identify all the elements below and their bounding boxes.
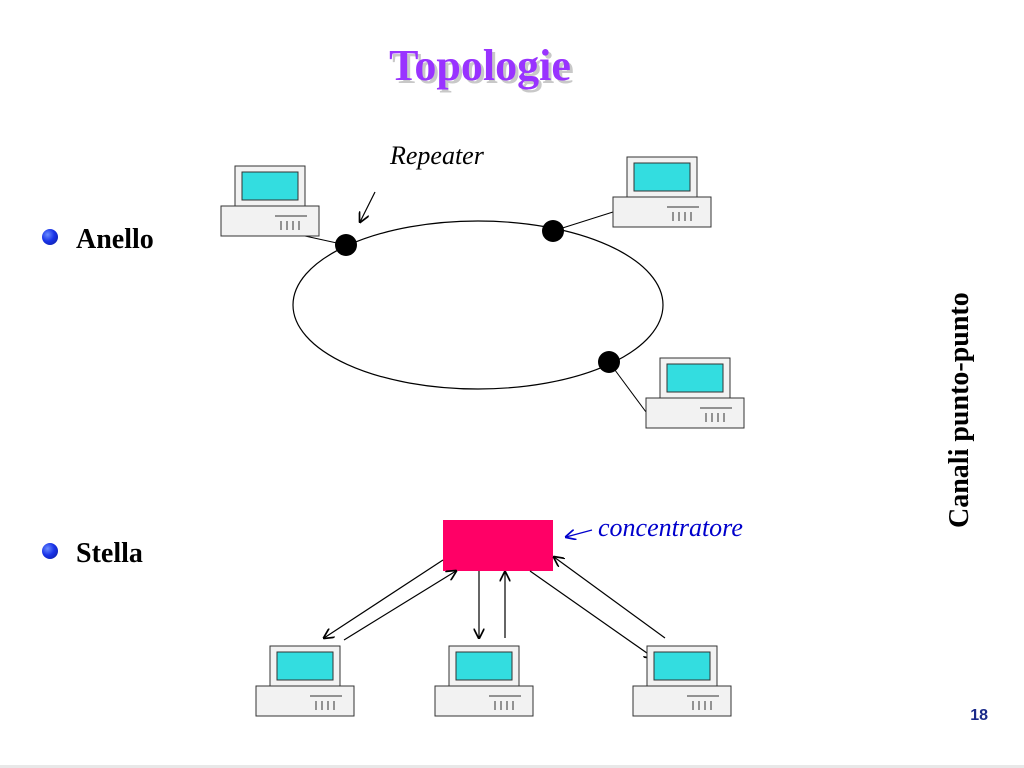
computer-icon	[612, 156, 712, 228]
computer-icon	[255, 645, 355, 717]
page-number: 18	[970, 707, 988, 724]
star-arrow	[554, 557, 666, 639]
star-arrow	[529, 570, 654, 658]
hub-label: concentratore	[598, 513, 743, 542]
computer-icon	[220, 165, 320, 237]
bullet-ring-label: Anello	[76, 224, 154, 255]
bullet-dot-icon	[42, 229, 58, 245]
bullet-dot-icon	[42, 543, 58, 559]
star-arrow	[343, 571, 456, 641]
repeater-label: Repeater	[389, 141, 485, 170]
star-arrow	[324, 559, 444, 638]
side-label: Canali punto-punto	[944, 292, 975, 528]
hub-label-arrow	[566, 530, 593, 537]
repeater-node	[335, 234, 357, 256]
bullet-ring: Anello	[42, 224, 154, 256]
repeater-node	[598, 351, 620, 373]
ring-cable	[292, 220, 664, 390]
bullet-star: Stella	[42, 538, 143, 570]
slide-title: Topologie	[389, 41, 571, 90]
computer-icon	[632, 645, 732, 717]
computer-icon	[645, 357, 745, 429]
hub-box	[443, 520, 553, 571]
repeater-node	[542, 220, 564, 242]
computer-icon	[434, 645, 534, 717]
repeater-arrow	[360, 191, 376, 222]
footer-divider	[0, 765, 1024, 768]
bullet-star-label: Stella	[76, 538, 143, 569]
